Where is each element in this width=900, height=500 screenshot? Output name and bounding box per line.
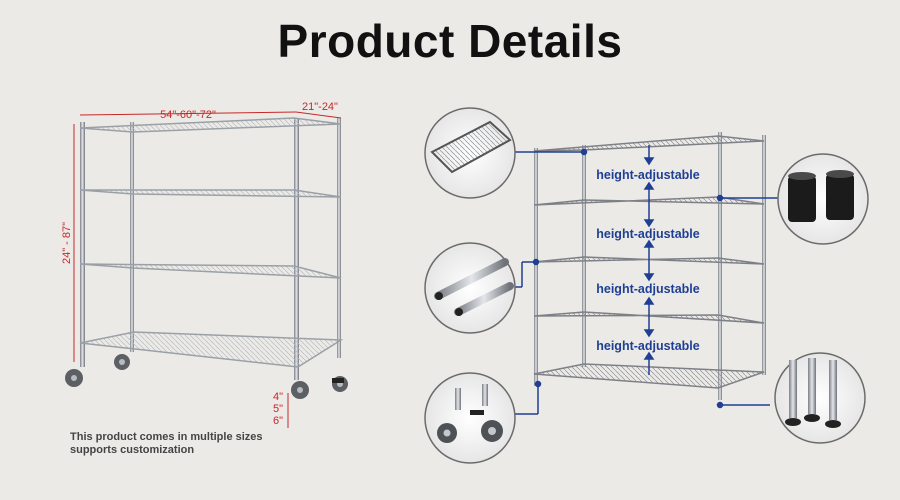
- height-adjustable-label-2: height-adjustable: [596, 227, 700, 241]
- page-title: Product Details: [277, 15, 623, 67]
- left-shelf-top: [79, 117, 342, 133]
- rs-shelf-1: [533, 135, 765, 152]
- rs-front-right-post: [718, 132, 722, 400]
- rs-shelf-5: [533, 363, 765, 389]
- rs-shelf-4: [533, 311, 765, 324]
- caster-size-4: 4": [273, 391, 283, 403]
- left-shelf-2: [79, 189, 342, 198]
- depth-dimension-line: [295, 111, 342, 119]
- left-shelf-image: 54"-60"-72" 21"-24" 24" - 87" 4" 5" 6": [61, 101, 348, 428]
- adjust-arrows: [643, 145, 655, 375]
- height-adjustable-label-4: height-adjustable: [596, 339, 700, 353]
- rs-shelf-3: [533, 256, 765, 265]
- left-shelf-bottom: [79, 331, 344, 368]
- post-rod-detail-icon: [424, 242, 516, 334]
- height-adjustable-label-1: height-adjustable: [596, 168, 700, 182]
- rs-front-left-post: [534, 148, 538, 386]
- note-line-1: This product comes in multiple sizes: [70, 431, 263, 443]
- left-casters: [65, 354, 348, 399]
- rs-back-left-post: [582, 145, 586, 367]
- right-front-post: [294, 118, 299, 380]
- right-back-post: [337, 118, 341, 358]
- callout-connectors: [514, 148, 779, 415]
- depth-dimension: 21"-24": [302, 101, 338, 113]
- rs-back-right-post: [762, 135, 766, 375]
- caster-wheel-detail-icon: [424, 372, 516, 464]
- product-note: This product comes in multiple sizes sup…: [70, 431, 263, 457]
- width-dimension-line: [79, 111, 297, 116]
- caster-size-5: 5": [273, 403, 283, 415]
- wire-grid-detail-icon: [424, 107, 516, 199]
- note-line-2: supports customization: [70, 444, 195, 456]
- left-shelf-3: [79, 263, 342, 279]
- left-back-post: [130, 122, 134, 352]
- caster-size-6: 6": [273, 415, 283, 427]
- left-front-post: [80, 122, 85, 367]
- width-dimension: 54"-60"-72": [160, 109, 216, 121]
- height-adjustable-label-3: height-adjustable: [596, 282, 700, 296]
- leveling-feet-detail-icon: [774, 352, 866, 444]
- right-shelf-image: height-adjustable height-adjustable heig…: [533, 132, 766, 400]
- end-cap-detail-icon: [777, 153, 869, 245]
- height-dimension: 24" - 87": [61, 222, 73, 264]
